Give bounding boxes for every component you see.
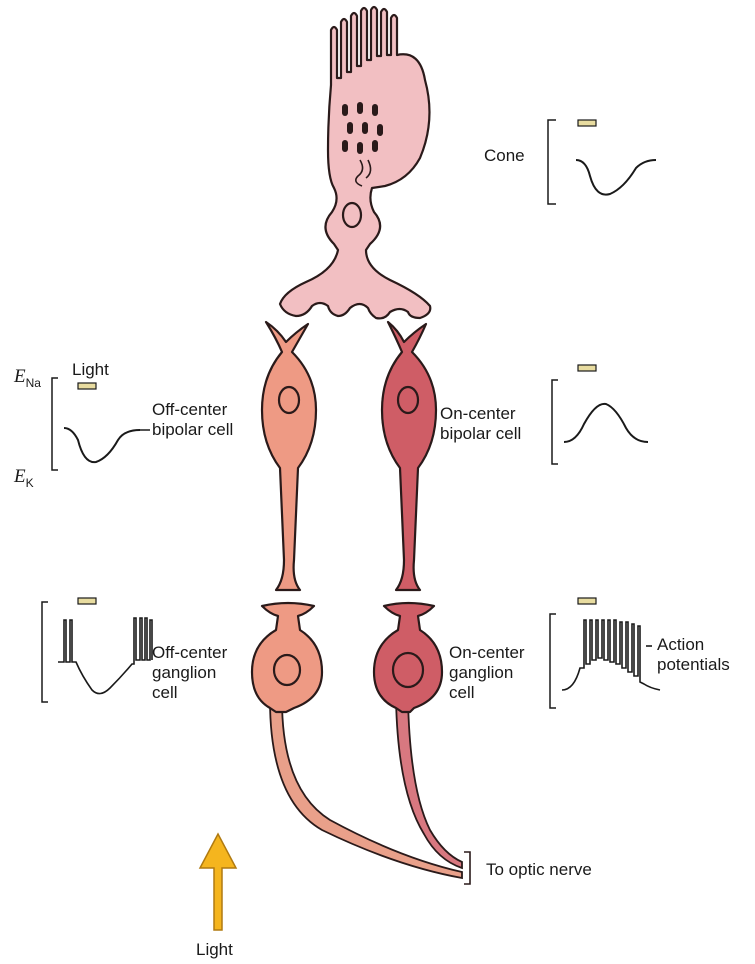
- cone-nucleus: [343, 203, 361, 227]
- off-ganglion-line2: ganglion: [152, 663, 227, 683]
- optic-nerve-bracket: [464, 852, 470, 884]
- cone-label: Cone: [484, 146, 525, 166]
- off-bipolar-label: Off-center bipolar cell: [152, 400, 233, 440]
- cone-outer-segment: [280, 7, 430, 318]
- off-bipolar-nucleus: [279, 387, 299, 413]
- off-bipolar-response-trace: [52, 378, 150, 470]
- cone-cell: [280, 7, 430, 318]
- cone-response-trace: [548, 120, 656, 204]
- on-ganglion-line1: On-center: [449, 643, 525, 663]
- on-ganglion-line3: cell: [449, 683, 525, 703]
- off-ganglion-line1: Off-center: [152, 643, 227, 663]
- off-bipolar-line1: Off-center: [152, 400, 233, 420]
- e-k-label: EK: [14, 466, 34, 490]
- off-ganglion-label: Off-center ganglion cell: [152, 643, 227, 703]
- off-bipolar-line2: bipolar cell: [152, 420, 233, 440]
- action-potentials-line2: potentials: [657, 655, 730, 675]
- light-arrow-label: Light: [196, 940, 233, 960]
- on-bipolar-response-trace: [552, 365, 648, 464]
- off-ganglion-line3: cell: [152, 683, 227, 703]
- on-ganglion-response-trace: [550, 598, 660, 708]
- optic-nerve-label: To optic nerve: [486, 860, 592, 880]
- on-ganglion-axon: [396, 700, 462, 868]
- light-arrow-icon: [200, 834, 236, 930]
- off-center-ganglion-cell: [252, 603, 322, 712]
- action-potentials-line1: Action: [657, 635, 730, 655]
- light-stimulus-label: Light: [72, 360, 109, 380]
- on-center-ganglion-cell: [374, 603, 442, 712]
- on-ganglion-nucleus: [393, 653, 423, 687]
- on-ganglion-label: On-center ganglion cell: [449, 643, 525, 703]
- e-na-label: ENa: [14, 366, 41, 390]
- off-ganglion-response-trace: [42, 598, 152, 702]
- on-bipolar-line1: On-center: [440, 404, 521, 424]
- on-center-bipolar-cell: [382, 322, 436, 590]
- on-bipolar-label: On-center bipolar cell: [440, 404, 521, 444]
- on-ganglion-line2: ganglion: [449, 663, 525, 683]
- off-ganglion-axon: [270, 700, 462, 878]
- on-bipolar-nucleus: [398, 387, 418, 413]
- action-potentials-label: Action potentials: [657, 635, 730, 675]
- off-ganglion-nucleus: [274, 655, 300, 685]
- off-center-bipolar-cell: [262, 322, 316, 590]
- on-bipolar-line2: bipolar cell: [440, 424, 521, 444]
